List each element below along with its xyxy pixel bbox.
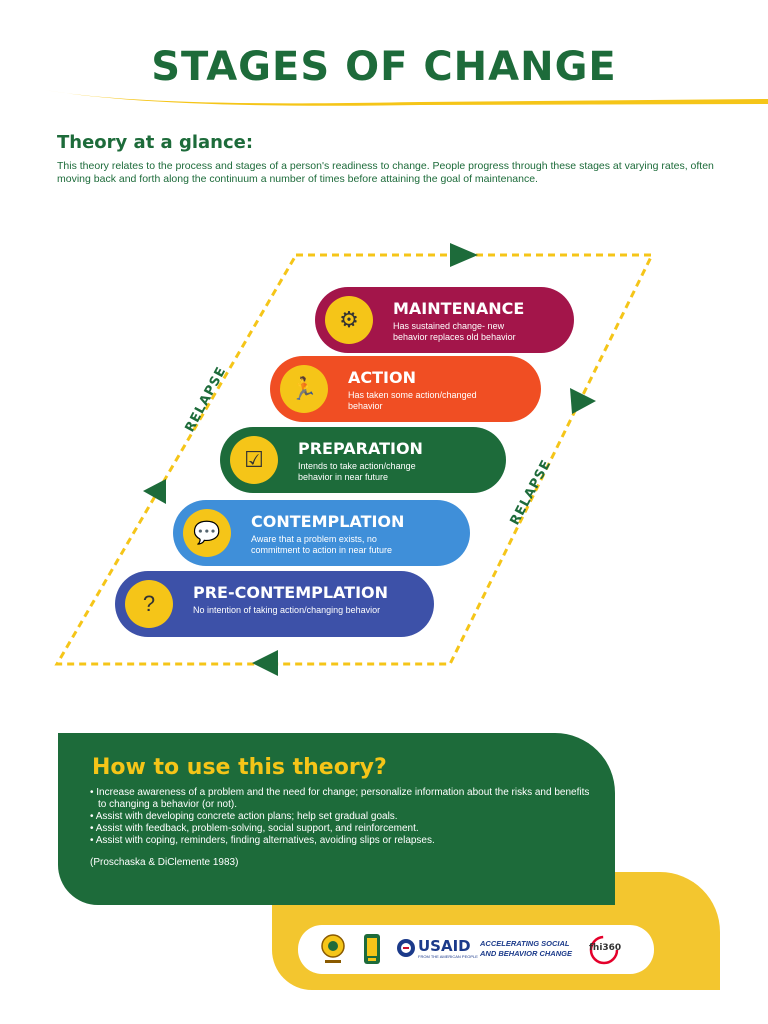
checklist-icon: ☑ (230, 436, 278, 484)
stage-name: PREPARATION (298, 439, 423, 458)
how-list: • Increase awareness of a problem and th… (90, 787, 590, 847)
arrow-top-right (450, 243, 478, 267)
stage-name: MAINTENANCE (393, 299, 525, 318)
logo-strip: USAID FROM THE AMERICAN PEOPLE ACCELERAT… (298, 925, 654, 974)
usaid-tagline: FROM THE AMERICAN PEOPLE (418, 954, 478, 959)
stage-pre-contemplation: ? PRE-CONTEMPLATION No intention of taki… (115, 571, 434, 637)
gear-wrench-icon: ⚙ (325, 296, 373, 344)
stage-preparation: ☑ PREPARATION Intends to take action/cha… (220, 427, 506, 493)
stage-contemplation: 💬 CONTEMPLATION Aware that a problem exi… (173, 500, 470, 566)
list-item: • Assist with developing concrete action… (90, 811, 398, 822)
arrow-right-down (570, 388, 596, 414)
usaid-seal-icon (397, 939, 415, 957)
asbc-logo-line2: AND BEHAVIOR CHANGE (480, 949, 572, 958)
list-item: • Increase awareness of a problem and th… (90, 787, 590, 810)
page-title: STAGES OF CHANGE (151, 44, 617, 90)
government-seal-logo (321, 934, 345, 963)
stage-name: CONTEMPLATION (251, 512, 405, 531)
stage-name: PRE-CONTEMPLATION (193, 583, 389, 602)
stage-description: Aware that a problem exists, no commitme… (251, 534, 393, 555)
how-heading: How to use this theory? (92, 755, 387, 780)
usaid-logo-text: USAID (418, 937, 471, 955)
stage-action: 🏃 ACTION Has taken some action/changed b… (270, 356, 541, 422)
stage-maintenance: ⚙ MAINTENANCE Has sustained change- new … (315, 287, 574, 353)
fhi360-logo-text: fhi360 (589, 943, 622, 953)
ministry-green-logo (364, 934, 380, 964)
how-to-use-box: How to use this theory? • Increase aware… (58, 733, 615, 905)
list-item: • Assist with coping, reminders, finding… (90, 835, 435, 846)
arrow-bottom-left (252, 650, 278, 676)
citation: (Proschaska & DiClemente 1983) (90, 857, 239, 868)
two-heads-thinking-icon: 💬 (183, 509, 231, 557)
stage-description: Has taken some action/changed behavior (348, 390, 477, 411)
asbc-logo-line1: ACCELERATING SOCIAL (480, 939, 570, 948)
stage-description: Intends to take action/change behavior i… (298, 461, 416, 482)
fhi360-ring-icon (589, 935, 619, 965)
title-swoosh (45, 90, 768, 106)
arrow-left-up (143, 479, 166, 504)
stage-name: ACTION (348, 368, 416, 387)
stage-description: No intention of taking action/changing b… (193, 605, 381, 615)
stage-description: Has sustained change- new behavior repla… (393, 321, 516, 342)
glance-heading: Theory at a glance: (57, 132, 254, 153)
stages-cycle-diagram (54, 243, 655, 676)
list-item: • Assist with feedback, problem-solving,… (90, 823, 419, 834)
running-person-icon: 🏃 (280, 365, 328, 413)
glance-text: This theory relates to the process and s… (57, 160, 714, 185)
people-question-icon: ? (125, 580, 173, 628)
